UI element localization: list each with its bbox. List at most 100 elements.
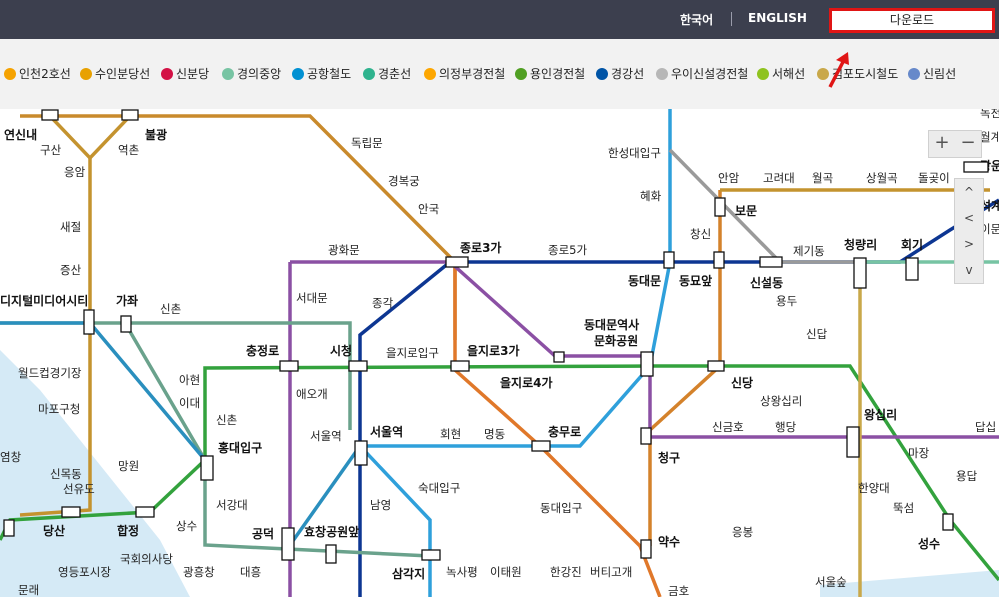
- zoom-out-button[interactable]: −: [960, 132, 976, 153]
- station-label: 애오개: [296, 387, 328, 401]
- legend-item-incheon2[interactable]: 인천2호선: [4, 65, 71, 82]
- station-label: 증산: [60, 263, 82, 277]
- station-label: 회현: [440, 427, 461, 441]
- transfer-marker[interactable]: [348, 360, 368, 372]
- gyeongui-jungang-track: [0, 321, 352, 430]
- transfer-marker[interactable]: [200, 455, 214, 481]
- station-label: 충무로: [548, 424, 581, 439]
- language-korean-link[interactable]: 한국어: [680, 13, 714, 27]
- transfer-marker[interactable]: [3, 519, 15, 537]
- pan-up-button[interactable]: ^: [963, 185, 975, 199]
- transfer-marker[interactable]: [942, 513, 954, 531]
- transfer-marker[interactable]: [846, 426, 860, 458]
- transfer-marker[interactable]: [450, 360, 470, 372]
- station-label: 효창공원앞: [304, 524, 359, 539]
- transfer-marker[interactable]: [279, 360, 299, 372]
- station-label: 서울역: [310, 429, 342, 443]
- zoom-control: + −: [928, 130, 982, 158]
- legend-item-sillim[interactable]: 신림선: [908, 65, 956, 82]
- transfer-marker[interactable]: [963, 161, 989, 173]
- legend-item-gyeongchun[interactable]: 경춘선: [363, 65, 411, 82]
- zoom-in-button[interactable]: +: [934, 132, 950, 153]
- language-english-link[interactable]: ENGLISH: [748, 11, 807, 25]
- transfer-marker[interactable]: [135, 506, 155, 518]
- station-label: 역촌: [118, 143, 139, 157]
- legend-item-ui-sinseol[interactable]: 우이신설경전철: [656, 65, 748, 82]
- station-label: 을지로입구: [386, 346, 439, 360]
- station-label: 고려대: [763, 171, 795, 185]
- transfer-marker[interactable]: [640, 427, 652, 445]
- station-label: 한양대: [858, 481, 890, 495]
- station-label: 청구: [658, 450, 680, 465]
- legend-item-gimpo[interactable]: 김포도시철도: [817, 65, 898, 82]
- transfer-marker[interactable]: [713, 251, 725, 269]
- han-river-shape: [0, 350, 190, 597]
- station-label: 신답: [806, 327, 828, 341]
- station-label: 상수: [176, 519, 197, 533]
- transfer-marker[interactable]: [640, 539, 652, 559]
- transfer-marker[interactable]: [714, 197, 726, 217]
- station-label: 상왕십리: [760, 394, 802, 408]
- transfer-marker[interactable]: [553, 351, 565, 363]
- station-label: 답십: [975, 420, 996, 434]
- station-label: 서울숲: [815, 575, 847, 589]
- pan-left-button[interactable]: <: [963, 211, 975, 225]
- transfer-marker[interactable]: [325, 544, 337, 564]
- subway-map-canvas[interactable]: 연신내 불광 구산 역촌 응암 새절 증산 디지털미디어시티 가좌 신촌 월드컵…: [0, 109, 999, 597]
- transfer-marker[interactable]: [83, 309, 95, 335]
- station-label: 종로5가: [548, 243, 587, 257]
- station-label: 석계: [980, 198, 999, 213]
- airport-railroad-east: [288, 444, 362, 547]
- line-badge-icon: [515, 68, 527, 80]
- transfer-marker[interactable]: [41, 109, 59, 121]
- line-6-east: [648, 190, 722, 546]
- legend-item-airport-railroad[interactable]: 공항철도: [292, 65, 351, 82]
- line-badge-icon: [222, 68, 234, 80]
- station-label: 광화문: [328, 243, 360, 257]
- legend-item-yongin[interactable]: 용인경전철: [515, 65, 585, 82]
- station-label: 왕십리: [864, 407, 897, 422]
- line-badge-icon: [161, 68, 173, 80]
- station-label: 동대입구: [540, 501, 582, 515]
- station-label: 응암: [64, 165, 86, 179]
- line-2-track: [0, 364, 999, 582]
- transfer-marker[interactable]: [445, 256, 469, 268]
- station-label: 충정로: [246, 343, 279, 358]
- legend-item-gyeonggang[interactable]: 경강선: [596, 65, 644, 82]
- transfer-marker[interactable]: [121, 109, 139, 121]
- station-label: 금호: [668, 584, 689, 597]
- legend-item-sinbundang[interactable]: 신분당: [161, 65, 209, 82]
- transfer-marker[interactable]: [905, 257, 919, 281]
- download-button[interactable]: 다운로드: [829, 8, 995, 33]
- station-label: 한성대입구: [608, 146, 661, 160]
- station-label: 신목동: [50, 467, 82, 481]
- line-badge-icon: [908, 68, 920, 80]
- line-badge-icon: [596, 68, 608, 80]
- station-label: 서울역: [370, 424, 403, 439]
- transfer-marker[interactable]: [120, 315, 132, 333]
- pan-down-button[interactable]: v: [965, 263, 973, 277]
- transfer-marker[interactable]: [281, 527, 295, 561]
- station-label: 안암: [718, 171, 740, 185]
- transfer-marker[interactable]: [640, 351, 654, 377]
- station-label: 월곡: [812, 171, 833, 185]
- transfer-marker[interactable]: [853, 257, 867, 289]
- transfer-marker[interactable]: [61, 506, 81, 518]
- ui-sinseol-track: [668, 148, 860, 264]
- station-label: 독립문: [351, 136, 383, 150]
- station-label: 용두: [776, 294, 797, 308]
- station-label: 새절: [60, 220, 81, 234]
- transfer-marker[interactable]: [354, 440, 368, 466]
- legend-item-gyeongui-jungang[interactable]: 경의중앙: [222, 65, 281, 82]
- line-badge-icon: [424, 68, 436, 80]
- transfer-marker[interactable]: [531, 440, 551, 452]
- station-label: 아현: [179, 373, 200, 387]
- transfer-marker[interactable]: [663, 251, 675, 269]
- legend-item-uijeongbu[interactable]: 의정부경전철: [424, 65, 505, 82]
- transfer-marker[interactable]: [421, 549, 441, 561]
- legend-item-seohae[interactable]: 서해선: [757, 65, 805, 82]
- transfer-marker[interactable]: [707, 360, 725, 372]
- legend-item-suin-bundang[interactable]: 수인분당선: [80, 65, 150, 82]
- transfer-marker[interactable]: [759, 256, 783, 268]
- pan-right-button[interactable]: >: [963, 237, 975, 251]
